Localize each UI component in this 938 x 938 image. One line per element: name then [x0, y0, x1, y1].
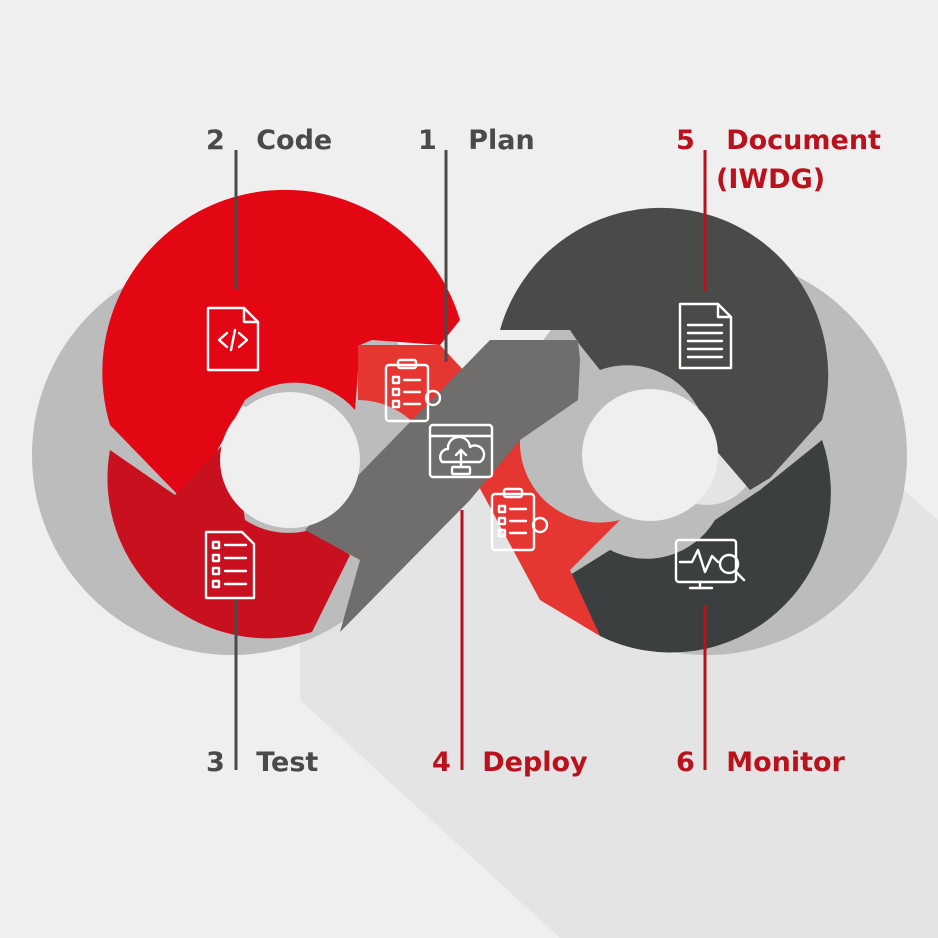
left-loop-hole — [220, 392, 360, 528]
step-label-test: 3 Test — [206, 743, 318, 783]
segment-document — [500, 207, 829, 490]
step-label-code: 2 Code — [206, 121, 332, 161]
step-title: Deploy — [482, 747, 588, 778]
segment-plan — [358, 345, 465, 430]
segment-monitor — [570, 440, 831, 653]
step-number: 2 — [206, 125, 225, 156]
step-title: Test — [256, 747, 319, 778]
code-file-icon — [206, 306, 260, 372]
step-title: Code — [256, 125, 333, 156]
segment-test — [107, 435, 350, 639]
step-label-monitor: 6 Monitor — [676, 743, 845, 783]
step-number: 5 — [676, 125, 695, 156]
step-number: 4 — [432, 747, 451, 778]
step-label-deploy: 4 Deploy — [432, 743, 588, 783]
clipboard-gear-icon — [384, 358, 442, 423]
monitor-analytics-icon — [674, 538, 746, 590]
step-number: 1 — [418, 125, 437, 156]
step-title: Document — [726, 125, 881, 156]
step-label-document-sub: (IWDG) — [716, 164, 826, 195]
right-loop-hole — [582, 389, 718, 521]
step-title: Plan — [468, 125, 535, 156]
checklist-icon — [204, 530, 256, 600]
step-number: 3 — [206, 747, 225, 778]
document-icon — [678, 302, 733, 370]
cloud-upload-window-icon — [428, 423, 494, 479]
clipboard-gear-icon-lower — [490, 487, 549, 552]
segment-deploy — [305, 340, 580, 632]
step-label-plan: 1 Plan — [418, 121, 535, 161]
segment-code — [102, 189, 461, 496]
step-label-document: 5 Document — [676, 121, 881, 161]
step-title: Monitor — [726, 747, 845, 778]
step-number: 6 — [676, 747, 695, 778]
